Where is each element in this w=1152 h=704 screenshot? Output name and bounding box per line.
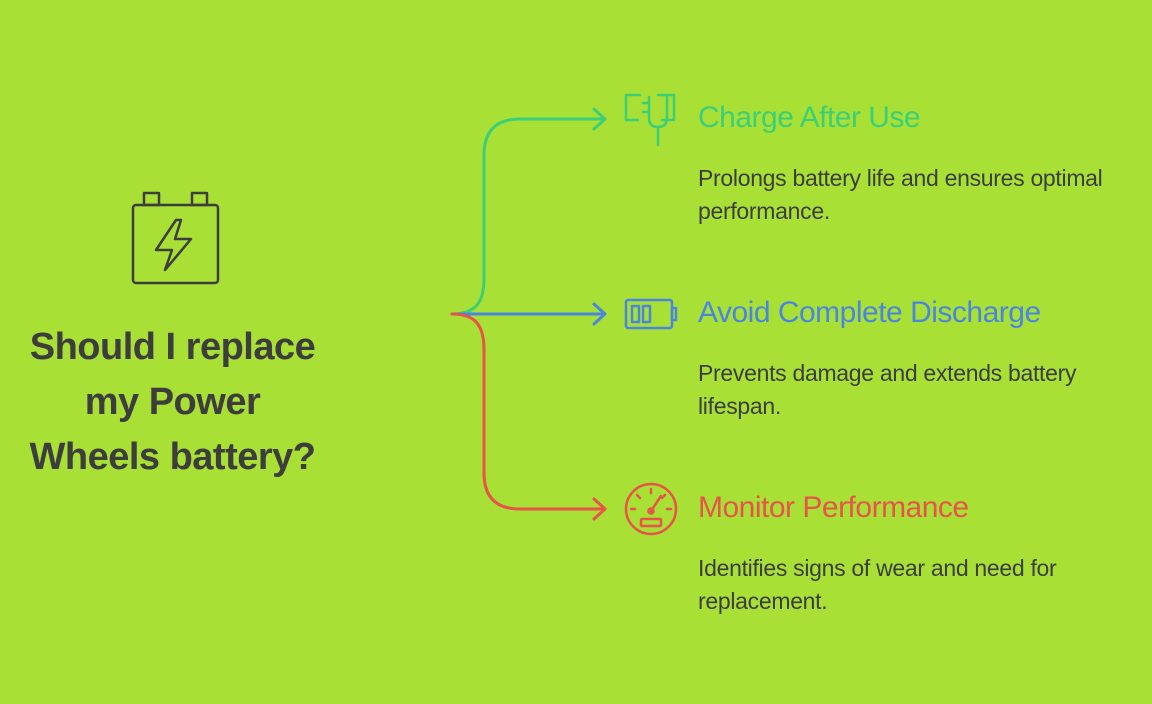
battery-low-icon <box>624 298 678 330</box>
arrowhead-monitor <box>592 497 607 521</box>
branch-description-discharge: Prevents damage and extends battery life… <box>698 360 1077 419</box>
arrowhead-charge <box>592 107 607 131</box>
arrowhead-discharge <box>592 302 607 326</box>
central-question: Should I replace my Power Wheels battery… <box>29 326 316 478</box>
branch-title-charge: Charge After Use <box>698 101 921 134</box>
connector-charge <box>450 117 606 316</box>
car-battery-icon <box>131 191 220 285</box>
branch-title-discharge: Avoid Complete Discharge <box>698 296 1041 329</box>
branch-description-charge: Prolongs battery life and ensures optima… <box>698 165 1103 224</box>
branch-description-monitor: Identifies signs of wear and need for re… <box>698 555 1057 614</box>
plug-icon <box>624 93 676 147</box>
branch-connectors <box>340 107 607 521</box>
connector-monitor <box>450 312 606 511</box>
speedometer-icon <box>624 482 678 536</box>
branch-title-monitor: Monitor Performance <box>698 491 969 524</box>
